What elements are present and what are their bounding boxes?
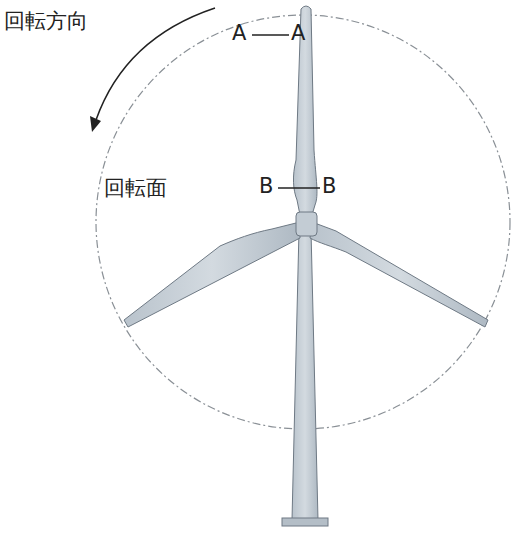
section-line-a <box>252 34 289 36</box>
section-line-b <box>278 187 320 189</box>
hub <box>296 212 317 236</box>
tower <box>292 230 318 520</box>
section-letter: B <box>322 174 336 199</box>
section-letter: A <box>232 21 246 46</box>
blade-left <box>124 222 300 327</box>
rotation-plane-label: 回転面 <box>104 176 167 201</box>
arrowhead <box>90 116 101 132</box>
section-letter: A <box>291 21 305 46</box>
tower-base <box>282 518 328 526</box>
blade-right <box>310 222 488 327</box>
rotation-direction-label: 回転方向 <box>4 9 88 34</box>
section-letter: B <box>259 174 273 199</box>
rotation-arrow <box>96 8 215 120</box>
